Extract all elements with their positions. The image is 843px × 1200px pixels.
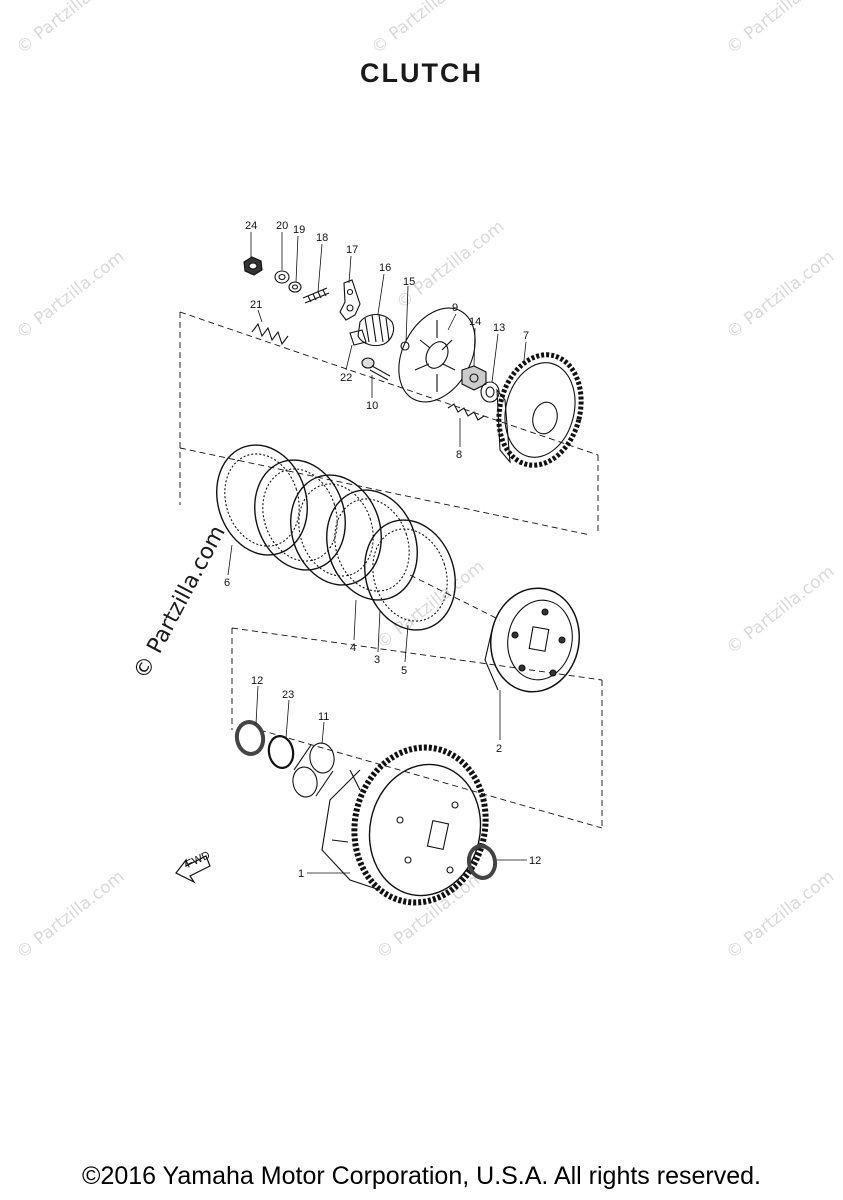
part-17-push-lever [339, 279, 361, 321]
callout-21: 21 [250, 299, 262, 311]
upper-alignment-frame [179, 311, 599, 536]
callout-9: 9 [452, 302, 458, 314]
callout-22: 22 [340, 372, 352, 384]
part-clutch-plate-a [290, 474, 382, 586]
part-13-lock-washer [480, 381, 500, 403]
callout-12: 12 [529, 855, 541, 867]
part-22-lever [349, 329, 367, 346]
fwd-arrow-icon [175, 855, 211, 884]
part-5-friction-plate [364, 519, 456, 631]
callout-2: 2 [496, 743, 502, 755]
callout-8: 8 [456, 449, 462, 461]
callout-12: 12 [251, 675, 263, 687]
part-21-spring [251, 322, 289, 346]
callout-16: 16 [379, 262, 391, 274]
part-1-primary-driven-gear-housing [321, 744, 489, 906]
callout-20: 20 [276, 220, 288, 232]
part-19-washer [288, 281, 302, 293]
copyright-notice: ©2016 Yamaha Motor Corporation, U.S.A. A… [82, 1162, 761, 1190]
part-24-lock-nut [243, 256, 263, 276]
part-7-primary-drive-gear [496, 352, 584, 468]
callout-4: 4 [350, 642, 356, 654]
part-8-spring [447, 403, 485, 421]
callout-11: 11 [318, 711, 329, 723]
diagram-title: CLUTCH [360, 58, 483, 88]
callout-3: 3 [374, 654, 380, 666]
callout-15: 15 [403, 276, 415, 288]
callout-1: 1 [298, 868, 304, 880]
part-3-clutch-plate [326, 489, 418, 601]
callout-19: 19 [293, 224, 305, 236]
part-12-thrust-washer [234, 720, 266, 756]
callout-6: 6 [224, 577, 230, 589]
part-20-nut [274, 270, 290, 284]
callout-5: 5 [401, 665, 407, 677]
lower-alignment-frame [231, 627, 603, 829]
callout-23: 23 [282, 689, 294, 701]
part-23-washer [267, 735, 295, 769]
part-2-clutch-boss [484, 587, 581, 693]
callout-24: 24 [245, 220, 257, 232]
callout-18: 18 [316, 232, 328, 244]
part-12-thrust-washer [466, 844, 498, 880]
callout-10: 10 [366, 400, 378, 412]
callout-17: 17 [346, 244, 358, 256]
callout-7: 7 [523, 330, 529, 342]
callout-14: 14 [469, 316, 481, 328]
part-10-bolt [361, 357, 391, 381]
part-4-friction-plate [254, 459, 346, 571]
callout-13: 13 [493, 322, 505, 334]
part-11-spacer [292, 742, 335, 798]
part-16-push-screw [357, 313, 395, 347]
part-18-adjusting-screw [302, 287, 330, 304]
